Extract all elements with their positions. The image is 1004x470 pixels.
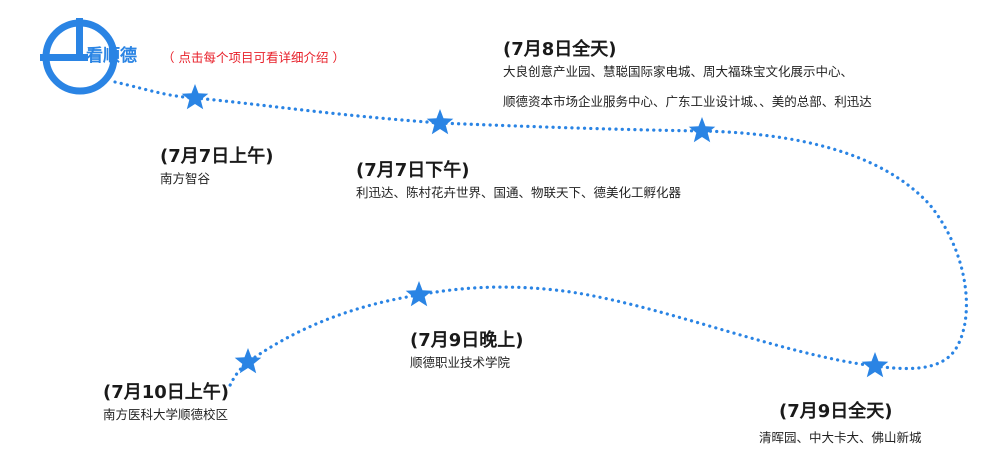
stop-5[interactable]: (7月9日晚上) 顺德职业技术学院 [410, 330, 524, 374]
stop-2-time: (7月7日下午) [356, 160, 470, 181]
stop-5-time: (7月9日晚上) [410, 330, 524, 351]
click-hint: （ 点击每个项目可看详细介绍 ） [162, 50, 345, 65]
brand-title[interactable]: 看顺德 [86, 46, 137, 66]
route-path [113, 80, 969, 392]
stop-6-time: (7月10日上午) [103, 382, 230, 403]
stop-star-6[interactable] [234, 348, 262, 374]
stop-4-time: (7月9日全天) [779, 401, 893, 422]
logo-stem [76, 18, 83, 58]
stop-1[interactable]: (7月7日上午) 南方智谷 [160, 146, 274, 190]
stop-6[interactable]: (7月10日上午) 南方医科大学顺德校区 [103, 382, 229, 426]
stop-star-4[interactable] [861, 352, 889, 378]
stop-5-places: 顺德职业技术学院 [410, 355, 511, 370]
stop-3-time: (7月8日全天) [503, 39, 617, 60]
stop-6-places: 南方医科大学顺德校区 [103, 407, 229, 422]
stop-2-places: 利迅达、陈村花卉世界、国通、物联天下、德美化工孵化器 [356, 185, 682, 200]
stop-1-time: (7月7日上午) [160, 146, 274, 167]
stop-3-places-line-2: 顺德资本市场企业服务中心、广东工业设计城、、美的总部、利迅达 [503, 94, 872, 109]
logo-mark[interactable] [40, 18, 118, 95]
stop-4[interactable]: (7月9日全天) 清晖园、中大卡大、佛山新城 [759, 401, 922, 449]
stop-star-3[interactable] [688, 117, 716, 143]
stop-2[interactable]: (7月7日下午) 利迅达、陈村花卉世界、国通、物联天下、德美化工孵化器 [356, 160, 681, 204]
stop-star-2[interactable] [426, 109, 454, 135]
stop-star-1[interactable] [181, 84, 209, 110]
stop-4-places: 清晖园、中大卡大、佛山新城 [759, 430, 922, 445]
stop-3-places-line-1: 大良创意产业园、慧聪国际家电城、周大福珠宝文化展示中心、 [503, 64, 854, 79]
stop-3[interactable]: (7月8日全天) 大良创意产业园、慧聪国际家电城、周大福珠宝文化展示中心、 顺德… [503, 39, 872, 113]
logo-bar [40, 54, 88, 61]
stop-1-places: 南方智谷 [160, 171, 211, 186]
stop-star-5[interactable] [405, 281, 433, 307]
